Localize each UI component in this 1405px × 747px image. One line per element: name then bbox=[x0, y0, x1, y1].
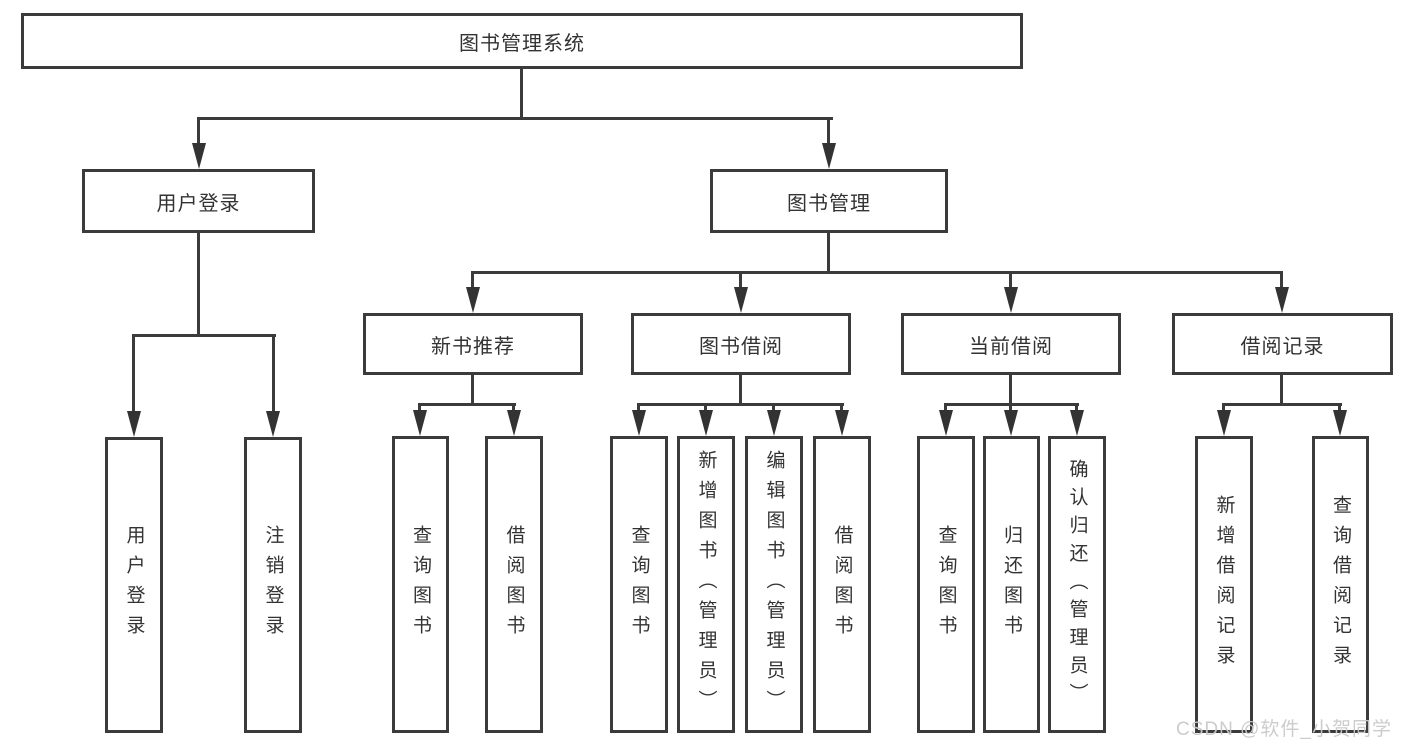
node-label: 图书借阅 bbox=[699, 335, 783, 358]
connector-line bbox=[418, 403, 516, 406]
node-label: 确认归还（管理员） bbox=[1066, 458, 1088, 711]
arrowhead-down-icon bbox=[822, 143, 836, 169]
connector-line bbox=[637, 403, 640, 415]
arrowhead-down-icon bbox=[192, 143, 206, 169]
connector-line bbox=[520, 68, 523, 120]
connector-line bbox=[944, 403, 947, 415]
node-label: 归还图书 bbox=[1001, 524, 1022, 645]
node-label: 用户登录 bbox=[123, 525, 145, 645]
arrowhead-down-icon bbox=[632, 410, 646, 436]
connector-line bbox=[1009, 271, 1012, 291]
node-label: 当前借阅 bbox=[969, 335, 1053, 358]
connector-line bbox=[132, 334, 135, 414]
connector-line bbox=[827, 117, 830, 149]
connector-line bbox=[132, 334, 276, 337]
leaf-query-books: 查询图书 bbox=[917, 436, 975, 733]
node-label: 借阅图书 bbox=[503, 524, 525, 645]
node-new-book-recommendation: 新书推荐 bbox=[363, 313, 583, 375]
connector-line bbox=[197, 117, 200, 149]
connector-line bbox=[1009, 374, 1012, 406]
node-label: 查询图书 bbox=[410, 524, 431, 645]
arrowhead-down-icon bbox=[1004, 410, 1018, 436]
node-label: 借阅记录 bbox=[1240, 335, 1325, 358]
node-current-borrowing: 当前借阅 bbox=[901, 313, 1121, 375]
node-label: 图书管理 bbox=[787, 192, 871, 215]
leaf-confirm-return-admin: 确认归还（管理员） bbox=[1048, 436, 1106, 733]
leaf-user-login: 用户登录 bbox=[105, 437, 163, 733]
connector-line bbox=[772, 403, 775, 415]
node-label: 图书管理系统 bbox=[459, 32, 585, 55]
connector-line bbox=[1222, 403, 1342, 406]
connector-line bbox=[512, 403, 515, 415]
leaf-add-book-admin: 新增图书（管理员） bbox=[677, 436, 735, 733]
arrowhead-down-icon bbox=[266, 411, 280, 437]
node-label: 编辑图书（管理员） bbox=[763, 449, 785, 720]
arrowhead-down-icon bbox=[1275, 287, 1289, 313]
arrowhead-down-icon bbox=[1333, 410, 1347, 436]
connector-line bbox=[827, 230, 830, 274]
connector-line bbox=[471, 271, 1283, 274]
leaf-logout: 注销登录 bbox=[244, 437, 302, 733]
connector-line bbox=[739, 374, 742, 406]
connector-line bbox=[1338, 403, 1341, 415]
leaf-add-borrow-record: 新增借阅记录 bbox=[1195, 436, 1253, 733]
node-book-management: 图书管理 bbox=[710, 169, 948, 233]
leaf-borrow-books: 借阅图书 bbox=[485, 436, 543, 733]
arrowhead-down-icon bbox=[1217, 410, 1231, 436]
connector-line bbox=[739, 271, 742, 291]
arrowhead-down-icon bbox=[939, 410, 953, 436]
node-label: 新增图书（管理员） bbox=[695, 449, 717, 720]
connector-line bbox=[418, 403, 421, 415]
connector-line bbox=[840, 403, 843, 415]
connector-line bbox=[1280, 271, 1283, 291]
node-library-management-system: 图书管理系统 bbox=[21, 13, 1023, 69]
leaf-query-borrow-record: 查询借阅记录 bbox=[1312, 436, 1369, 733]
arrowhead-down-icon bbox=[699, 410, 713, 436]
csdn-watermark: CSDN @软件_小贺同学 bbox=[1176, 719, 1392, 740]
node-label: 新增借阅记录 bbox=[1213, 494, 1235, 675]
node-label: 查询图书 bbox=[628, 524, 650, 645]
node-label: 借阅图书 bbox=[831, 524, 853, 645]
arrowhead-down-icon bbox=[734, 287, 748, 313]
node-label: 查询借阅记录 bbox=[1330, 494, 1351, 675]
leaf-query-books: 查询图书 bbox=[610, 436, 668, 733]
node-user-login: 用户登录 bbox=[82, 169, 315, 233]
node-borrowing-records: 借阅记录 bbox=[1172, 313, 1393, 375]
connector-line bbox=[1075, 403, 1078, 415]
leaf-edit-book-admin: 编辑图书（管理员） bbox=[745, 436, 803, 733]
node-label: 用户登录 bbox=[156, 192, 241, 215]
connector-line bbox=[471, 374, 474, 406]
connector-line bbox=[637, 403, 844, 406]
connector-line bbox=[272, 334, 275, 414]
connector-line bbox=[471, 271, 474, 291]
leaf-query-books: 查询图书 bbox=[392, 436, 449, 733]
node-book-borrowing: 图书借阅 bbox=[631, 313, 851, 375]
node-label: 注销登录 bbox=[262, 525, 284, 645]
arrowhead-down-icon bbox=[835, 410, 849, 436]
connector-line bbox=[1009, 403, 1012, 415]
connector-line bbox=[704, 403, 707, 415]
arrowhead-down-icon bbox=[466, 287, 480, 313]
arrowhead-down-icon bbox=[127, 411, 141, 437]
leaf-borrow-books: 借阅图书 bbox=[813, 436, 871, 733]
connector-line bbox=[197, 231, 200, 337]
leaf-return-books: 归还图书 bbox=[983, 436, 1040, 733]
connector-line bbox=[1280, 373, 1283, 406]
node-label: 查询图书 bbox=[935, 524, 957, 645]
connector-line bbox=[1222, 403, 1225, 415]
arrowhead-down-icon bbox=[1004, 287, 1018, 313]
arrowhead-down-icon bbox=[413, 410, 427, 436]
arrowhead-down-icon bbox=[767, 410, 781, 436]
node-label: 新书推荐 bbox=[431, 335, 515, 358]
arrowhead-down-icon bbox=[1070, 410, 1084, 436]
arrowhead-down-icon bbox=[507, 410, 521, 436]
connector-line bbox=[197, 117, 833, 120]
